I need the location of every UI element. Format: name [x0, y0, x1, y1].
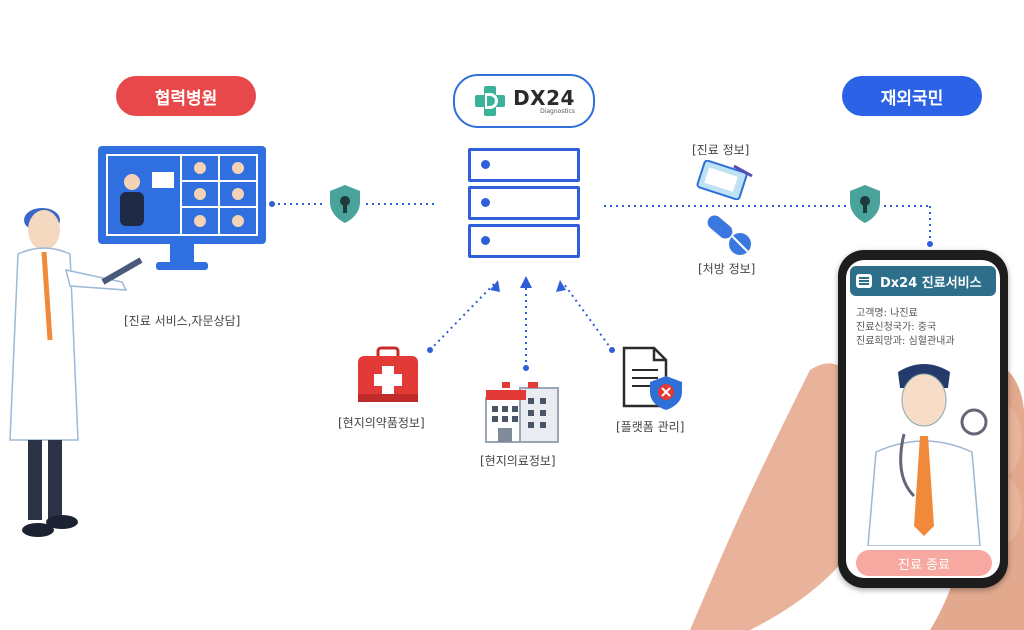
clipboard-icon [696, 160, 753, 200]
smartphone: Dx24 진료서비스 고객명: 나진료 진료신청국가: 중국 진료희망과: 심혈… [838, 250, 1008, 588]
desired-department: 진료희망과: 심혈관내과 [856, 336, 955, 347]
platform-mgmt-label: [플랫폼 관리] [616, 420, 685, 434]
app-title: Dx24 진료서비스 [880, 275, 982, 291]
end-consultation-button[interactable]: 진료 종료 [856, 550, 992, 576]
partner-hospital-badge: 협력병원 [116, 76, 256, 116]
medical-info-label: [진료 정보] [692, 143, 750, 157]
server-unit [468, 186, 580, 220]
dx24-mark-icon [475, 86, 506, 116]
logo-wordmark: DX24 [513, 85, 575, 110]
menu-icon[interactable] [856, 274, 872, 288]
consult-service-label: [진료 서비스,자문상담] [124, 314, 241, 328]
doctor-avatar-icon [867, 364, 988, 546]
document-security-icon [622, 346, 682, 410]
hospital-building-icon [485, 382, 559, 443]
app-header: Dx24 진료서비스 [850, 266, 996, 296]
customer-name: 고객명: 나진료 [856, 308, 918, 319]
prescription-info-label: [처방 정보] [698, 262, 756, 276]
server-unit [468, 224, 580, 258]
doctor-figure-icon [9, 208, 143, 537]
logo-subtitle: Diagnostics [540, 107, 575, 115]
video-conference-monitor-icon [98, 146, 266, 270]
lock-shield-icon [330, 185, 360, 223]
dx24-logo: DX24 Diagnostics [453, 74, 595, 128]
lock-shield-icon [850, 185, 880, 223]
overseas-citizens-badge: 재외국민 [842, 76, 982, 116]
first-aid-kit-icon [358, 346, 418, 402]
server-unit [468, 148, 580, 182]
request-country: 진료신청국가: 중국 [856, 322, 937, 333]
local-medical-info-label: [현지의료정보] [480, 454, 556, 468]
local-drug-info-label: [현지의약품정보] [338, 416, 425, 430]
pill-capsule-icon [707, 215, 751, 255]
phone-screen: Dx24 진료서비스 고객명: 나진료 진료신청국가: 중국 진료희망과: 심혈… [846, 260, 1000, 578]
